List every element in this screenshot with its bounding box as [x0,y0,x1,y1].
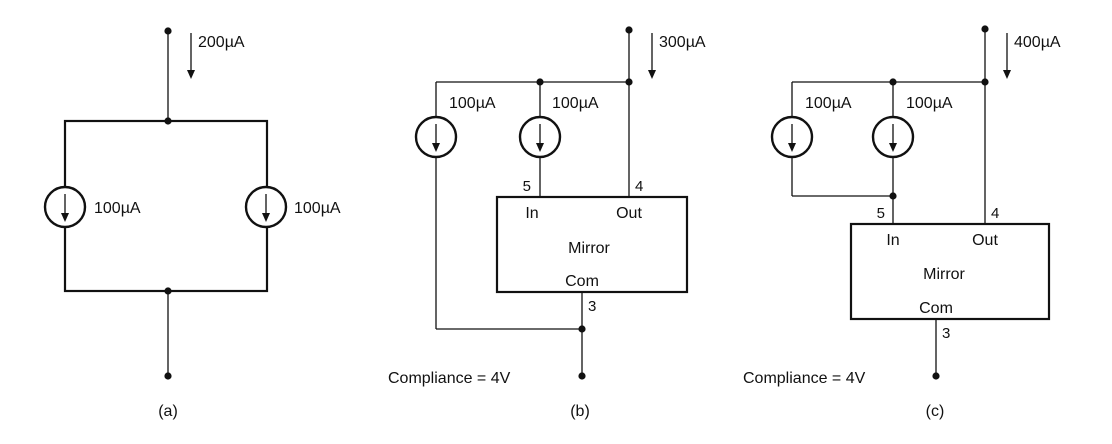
bottom-terminal [932,372,940,380]
top-terminal [164,27,172,35]
source-left-label: 100µA [805,95,852,112]
caption-c: (c) [926,403,945,420]
source-right-label: 100µA [294,200,341,217]
current-source-left [770,115,814,159]
circuit-a: 200µA 100µA 100µA (a) [43,27,341,420]
input-current-label: 200µA [198,34,245,51]
pin-com-number: 3 [942,325,950,342]
input-current-label: 300µA [659,34,706,51]
mirror-in-label: In [525,205,538,222]
mirror-block [849,222,1051,321]
input-current-arrow [187,33,195,79]
mirror-title: Mirror [923,266,965,283]
bottom-terminal [164,372,172,380]
current-source-right [244,185,288,229]
input-current-label: 400µA [1014,34,1061,51]
source-right-label: 100µA [552,95,599,112]
mirror-in-label: In [886,232,899,249]
compliance-label: Compliance = 4V [743,370,866,387]
bottom-terminal [578,372,586,380]
mirror-title: Mirror [568,240,610,257]
junction-in-node [889,192,897,200]
top-junction [164,117,172,125]
pin-in-number: 5 [877,205,885,222]
top-terminal [625,26,633,34]
mirror-block [495,195,689,294]
mirror-com-label: Com [565,273,599,290]
source-left-label: 100µA [449,95,496,112]
junction-out [981,78,989,86]
circuit-c: 400µA 100µA 100µA In Out Mirror Com 5 4 … [743,25,1061,420]
source-left-label: 100µA [94,200,141,217]
compliance-label: Compliance = 4V [388,370,511,387]
current-source-left [414,115,458,159]
pin-in-number: 5 [523,178,531,195]
pin-out-number: 4 [991,205,999,222]
caption-b: (b) [570,403,590,420]
mirror-out-label: Out [616,205,642,222]
bottom-junction [164,287,172,295]
mirror-out-label: Out [972,232,998,249]
current-source-right [871,115,915,159]
input-current-arrow [648,33,656,79]
source-right-label: 100µA [906,95,953,112]
junction-out [625,78,633,86]
mirror-com-label: Com [919,300,953,317]
circuit-b: 300µA 100µA 100µA In Out Mirror Com 5 4 … [388,26,706,420]
junction-com [578,325,586,333]
junction-in [536,78,544,86]
pin-com-number: 3 [588,298,596,315]
current-source-right [518,115,562,159]
pin-out-number: 4 [635,178,643,195]
junction-in [889,78,897,86]
caption-a: (a) [158,403,178,420]
input-current-arrow [1003,33,1011,79]
current-source-left [43,185,87,229]
top-terminal [981,25,989,33]
